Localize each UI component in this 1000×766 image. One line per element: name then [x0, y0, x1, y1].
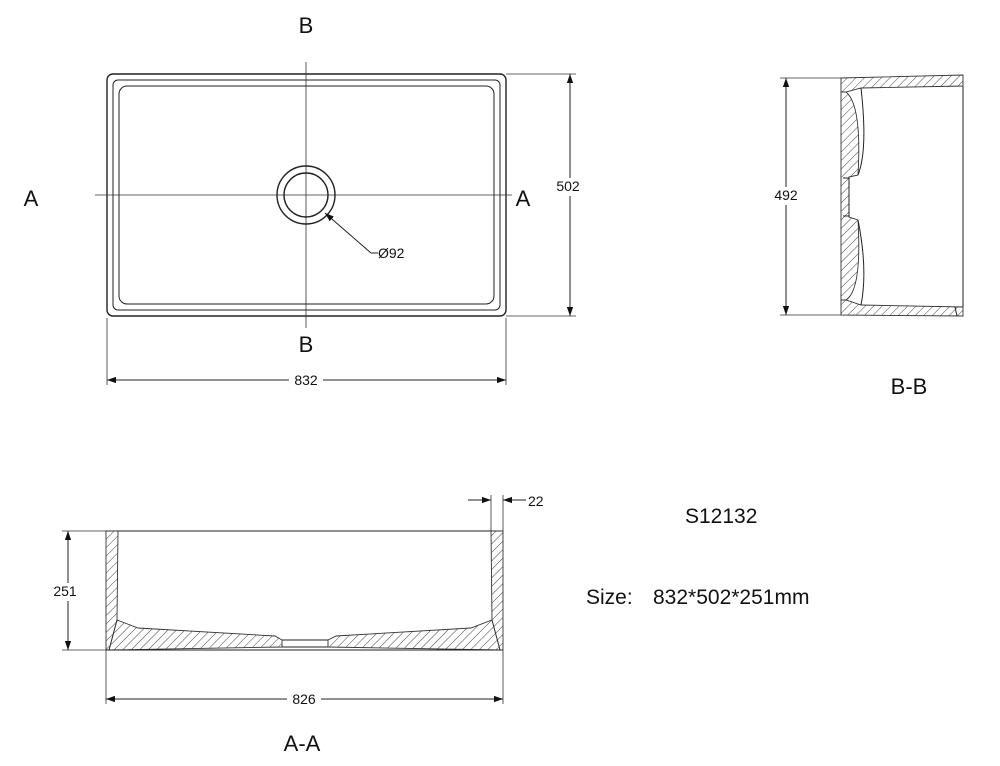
drain-diameter-label: Ø92	[378, 245, 405, 261]
plan-height-label: 502	[556, 178, 580, 194]
section-aa-view: 22 251 826 A-A	[50, 493, 544, 756]
section-aa-title: A-A	[284, 731, 321, 756]
drain-outer	[276, 165, 336, 225]
plan-width-label: 832	[294, 372, 318, 388]
marker-a-left: A	[24, 186, 39, 211]
aa-height-label: 251	[53, 583, 77, 599]
section-bb-view: 492 B-B	[770, 74, 964, 399]
marker-b-top: B	[299, 13, 314, 38]
drain-leader	[324, 212, 372, 254]
model-number: S12132	[685, 505, 757, 528]
plan-view: Ø92 B B A A 832 502	[24, 13, 583, 389]
bb-height-label: 492	[774, 187, 798, 203]
marker-a-right: A	[516, 186, 531, 211]
size-label: Size:	[586, 586, 633, 609]
drain-inner	[283, 172, 329, 218]
marker-b-bottom: B	[299, 332, 314, 357]
aa-wall-label: 22	[528, 493, 544, 509]
section-bb-title: B-B	[891, 374, 928, 399]
product-info: S12132 Size: 832*502*251mm	[586, 505, 809, 609]
aa-width-label: 826	[292, 691, 316, 707]
size-value: 832*502*251mm	[653, 586, 809, 609]
